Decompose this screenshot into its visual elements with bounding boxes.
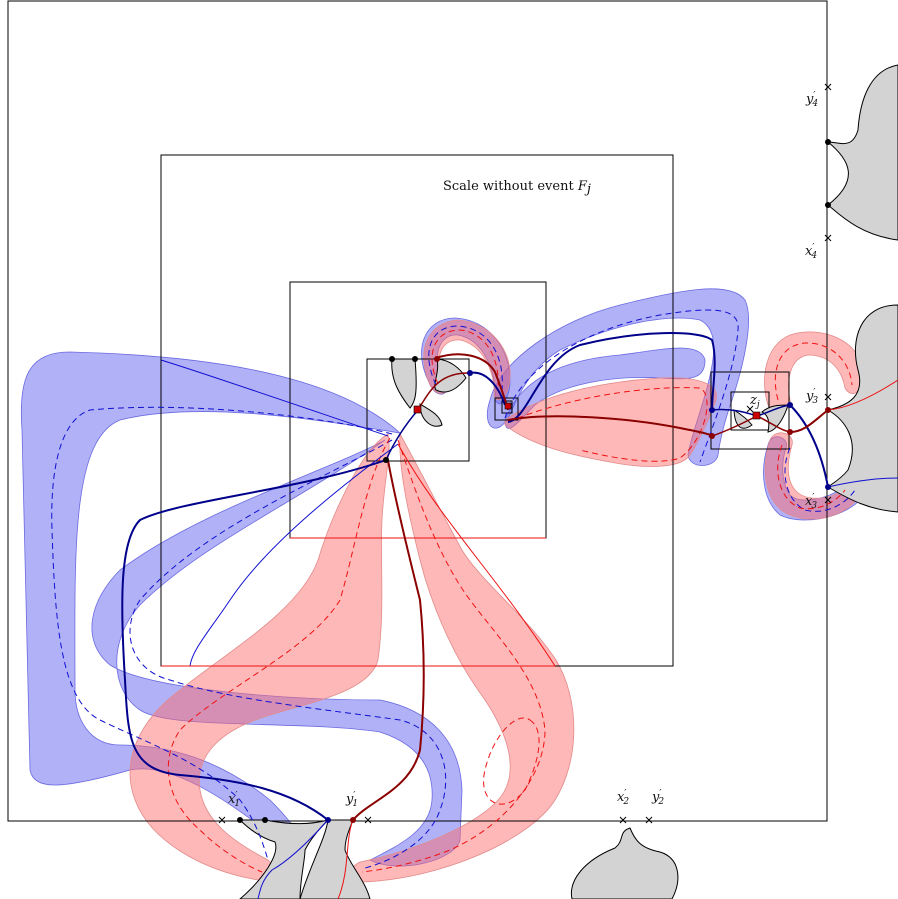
cross-x3 <box>824 496 832 504</box>
dot-inner-2 <box>412 356 418 362</box>
red-band-right-top <box>764 331 863 413</box>
domain-inner-box <box>391 358 417 409</box>
cross-x4 <box>824 234 832 242</box>
dot-y1 <box>350 817 356 823</box>
dot-y3 <box>825 407 831 413</box>
dot-inner-1 <box>389 356 395 362</box>
dot-blue-end <box>325 817 331 823</box>
blue-thin-left <box>160 359 389 437</box>
domain-x3-y3 <box>826 304 898 513</box>
red-thin-diag <box>397 443 556 667</box>
blue-dashed-loop <box>428 325 503 391</box>
blue-band-top-right <box>486 288 749 466</box>
blue-thin-domain <box>257 819 329 899</box>
domain-inner-box-3 <box>419 403 443 427</box>
dashed-lines <box>51 309 856 873</box>
label-x3: x′3 <box>805 493 817 511</box>
blue-thick-rightbox <box>789 404 829 488</box>
cross-y2 <box>645 816 653 824</box>
square-small-box <box>504 402 512 410</box>
label-x4: x′4 <box>805 243 817 261</box>
label-x2: x′2 <box>617 789 629 807</box>
box-inner-3 <box>494 397 519 421</box>
cross-y3 <box>824 393 832 401</box>
thin-lines <box>160 359 898 899</box>
label-y3: y′3 <box>805 388 818 406</box>
inner-connector-2 <box>417 372 471 411</box>
dot-right-4 <box>787 429 793 435</box>
red-dashed-oval <box>483 717 540 805</box>
square-inner <box>413 405 422 414</box>
labels: Scale without event Fj y′4 x′4 y′3 x′3 x… <box>228 91 818 809</box>
blue-dashed-left <box>51 406 393 861</box>
blue-dashed-right <box>504 309 739 463</box>
dot-x4 <box>825 202 831 208</box>
label-z: zj <box>749 393 760 410</box>
dot-y4 <box>825 139 831 145</box>
cross-y4 <box>824 83 832 91</box>
cross-x1 <box>218 816 226 824</box>
blue-dashed-bottom-right <box>784 447 856 512</box>
blue-thin-right <box>827 477 898 488</box>
dot-right-2 <box>709 433 715 439</box>
red-dashed-mid <box>507 387 708 462</box>
red-thick-mid <box>507 415 713 437</box>
domain-x1-left <box>238 819 330 899</box>
red-dashed-right <box>361 439 546 873</box>
domain-y1 <box>299 819 371 899</box>
red-thin-right <box>827 379 898 411</box>
points <box>237 139 831 823</box>
blue-thick-right <box>507 332 716 423</box>
cross-x2 <box>619 816 627 824</box>
caption-scale: Scale without event Fj <box>443 179 591 197</box>
red-thick-loop <box>435 353 509 411</box>
blue-thin-bottom-left <box>189 443 399 667</box>
red-dashed-loop <box>431 329 499 389</box>
red-thick-down <box>352 459 425 821</box>
thick-lines <box>121 332 829 821</box>
dot-inner-4 <box>467 370 473 376</box>
red-thin-domain <box>337 819 354 899</box>
red-dashed-left <box>167 437 391 873</box>
dot-x1-a <box>237 817 243 823</box>
dot-right-3 <box>787 402 793 408</box>
label-y4: y′4 <box>805 91 818 109</box>
square-right-box <box>752 411 761 420</box>
dot-inner-5 <box>383 457 389 463</box>
blue-thick-loop <box>469 371 506 406</box>
dot-x3 <box>825 484 831 490</box>
blue-dashed-inner <box>129 439 447 869</box>
dot-x1-b <box>262 817 268 823</box>
domain-x2-y2 <box>570 827 679 899</box>
inner-connector-1 <box>385 409 419 461</box>
dot-right-1 <box>709 407 715 413</box>
domain-x4-y4 <box>826 64 898 241</box>
red-band-mid <box>504 377 717 467</box>
cross-marks <box>218 83 832 824</box>
dot-inner-3 <box>434 356 440 362</box>
label-y1: y′1 <box>345 791 358 809</box>
gray-domains <box>238 64 898 899</box>
red-dashed-right-bottom <box>777 444 846 510</box>
domain-right-box <box>733 409 753 429</box>
red-bands <box>129 319 863 883</box>
red-thick-rightbox <box>789 409 829 433</box>
cross-y1 <box>364 816 372 824</box>
blue-thick-left <box>121 459 387 821</box>
blue-band-mid-right <box>504 347 706 429</box>
label-y2: y′2 <box>651 789 664 807</box>
red-dashed-right-top <box>774 342 853 401</box>
cross-z <box>746 405 754 413</box>
label-x1: x′1 <box>228 791 240 809</box>
